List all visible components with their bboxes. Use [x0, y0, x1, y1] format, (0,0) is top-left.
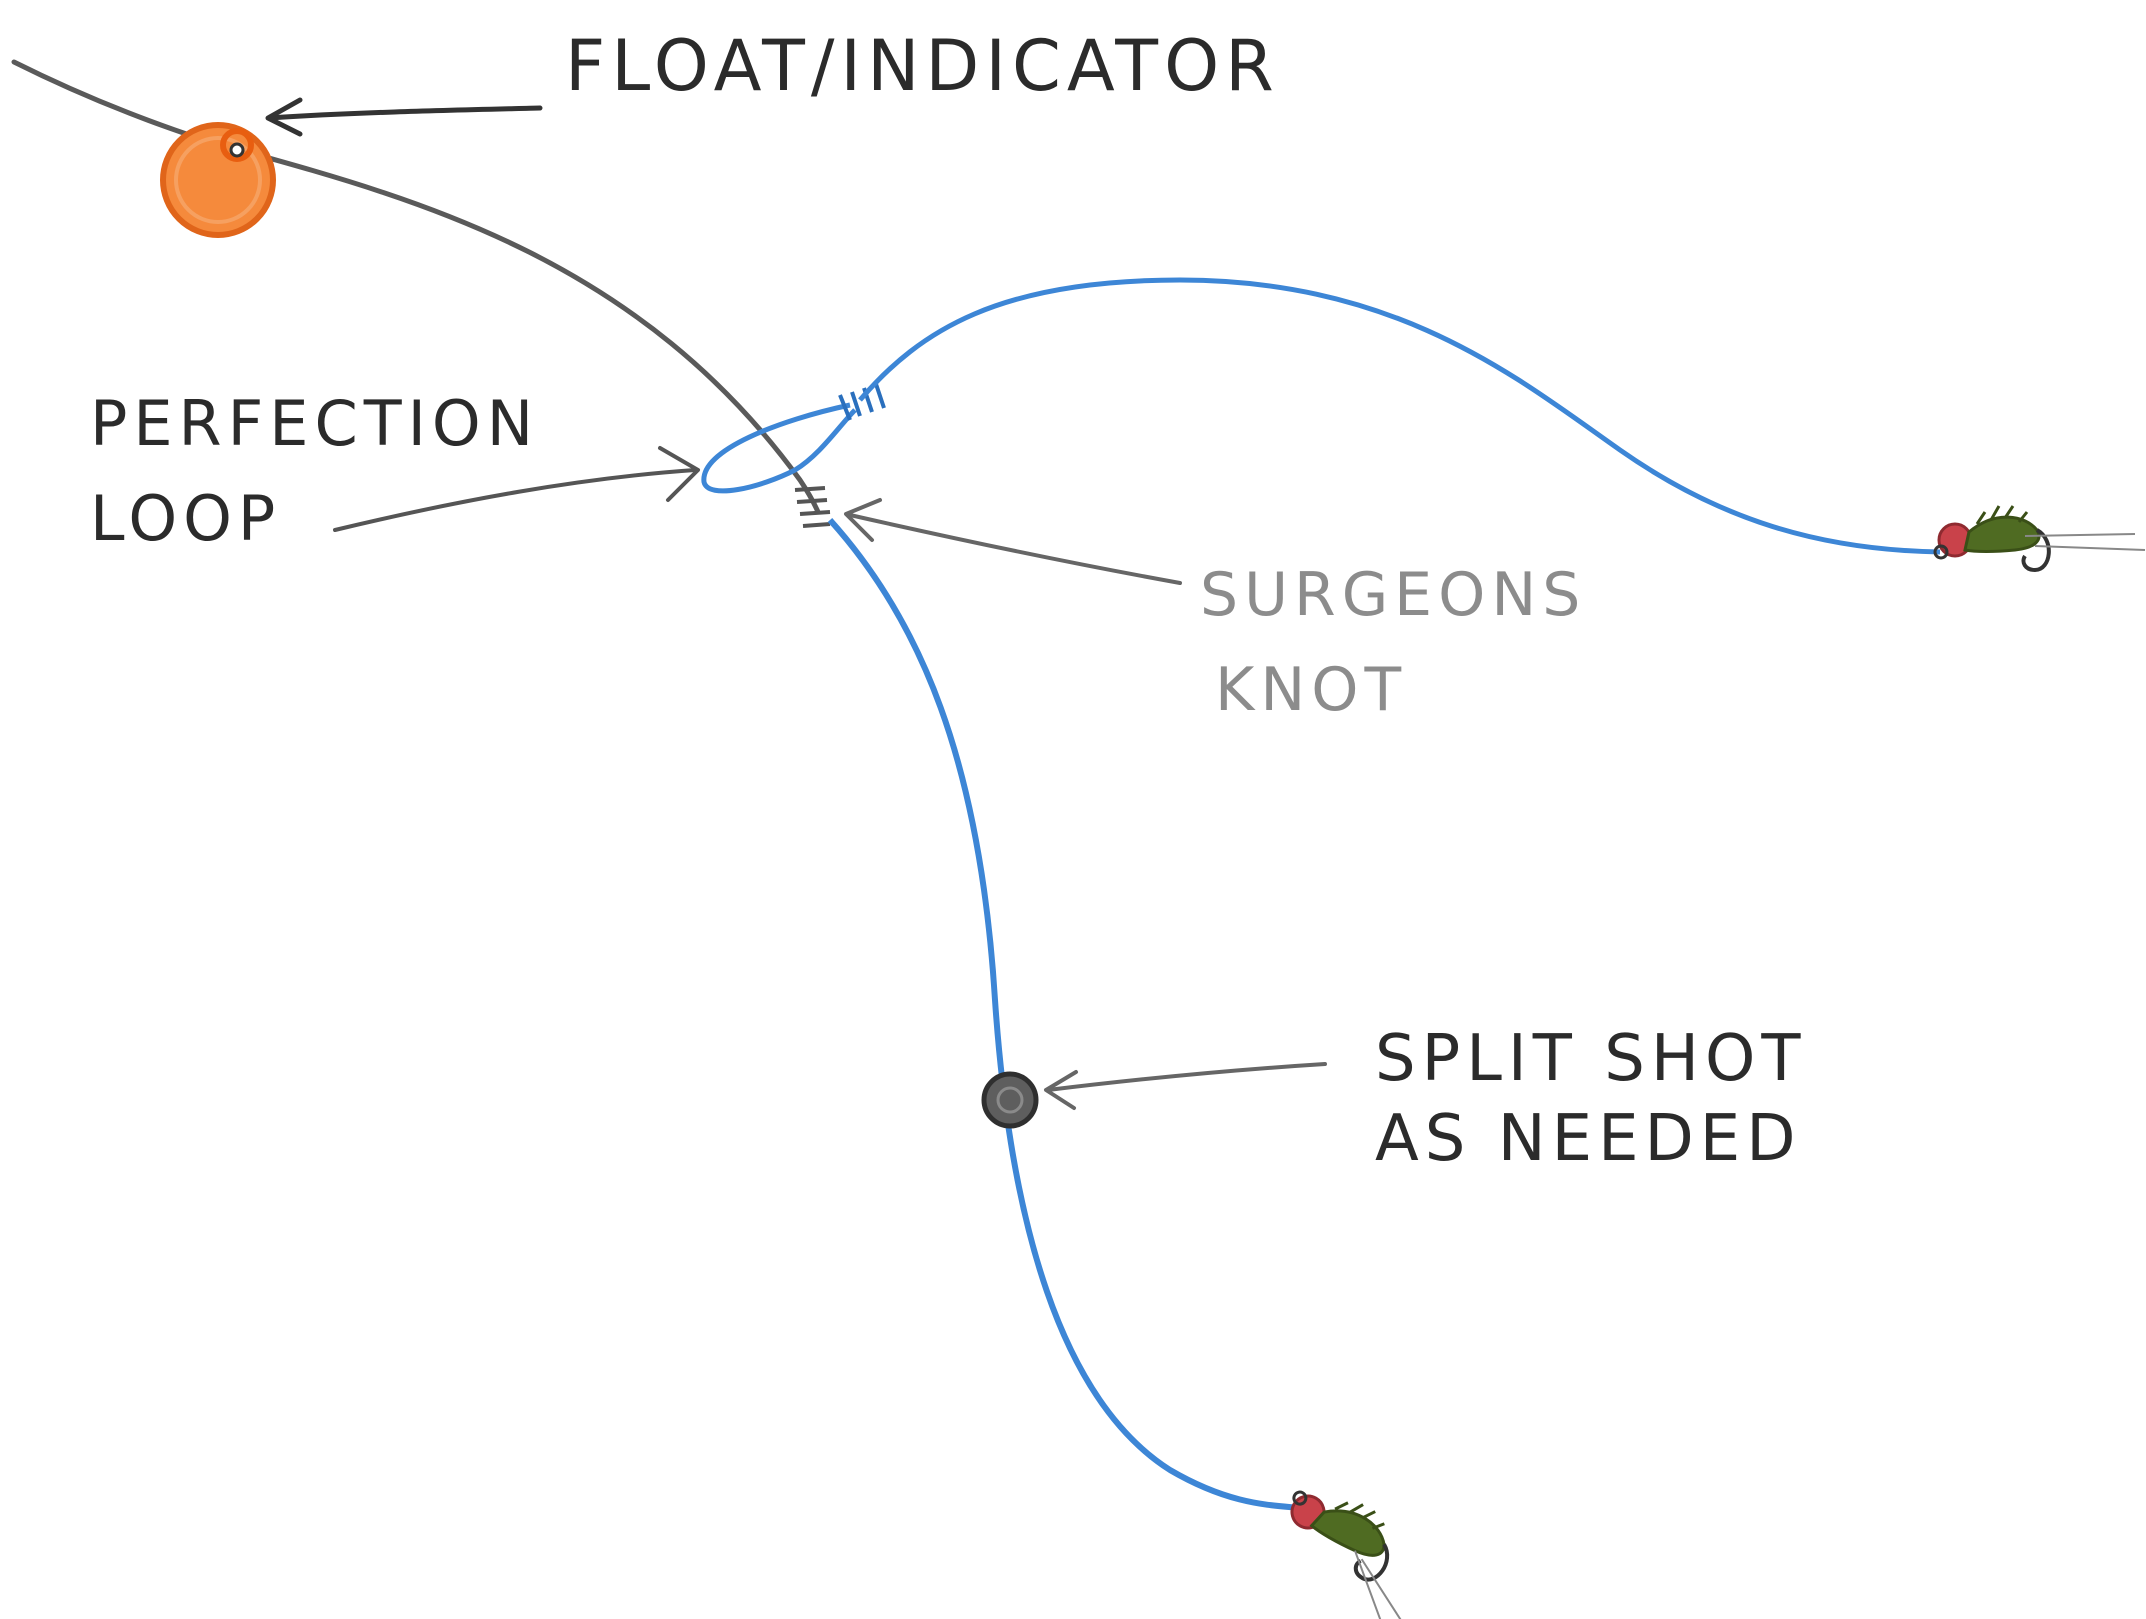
surgeons-knot-label-line2: KNOT: [1215, 655, 1407, 725]
perfection-loop-arrow: [333, 446, 700, 532]
perfection-loop: [701, 402, 857, 494]
perfection-loop-label-line2: LOOP: [90, 482, 281, 555]
upper-tippet: [858, 277, 1941, 555]
main-line: [11, 59, 821, 515]
surgeons-knot-arrow: [844, 498, 1182, 585]
nymph-fly-icon: [1290, 1490, 1406, 1619]
surgeons-knot-label-line1: SURGEONS: [1200, 560, 1586, 630]
split-shot-label-line2: AS NEEDED: [1375, 1102, 1802, 1176]
perfection-loop-wraps: [838, 383, 886, 421]
lower-tippet: [827, 517, 1301, 1511]
perfection-loop-label-line1: PERFECTION: [90, 387, 539, 460]
surgeons-knot: [794, 486, 831, 528]
nymph-fly-icon: [1933, 505, 2146, 573]
float-indicator-icon: [160, 122, 276, 238]
float-indicator-label: FLOAT/INDICATOR: [565, 25, 1280, 107]
split-shot-label-line1: SPLIT SHOT: [1375, 1022, 1806, 1096]
split-shot-icon: [981, 1071, 1039, 1129]
float-arrow: [265, 97, 543, 137]
split-shot-arrow: [1044, 1062, 1327, 1110]
